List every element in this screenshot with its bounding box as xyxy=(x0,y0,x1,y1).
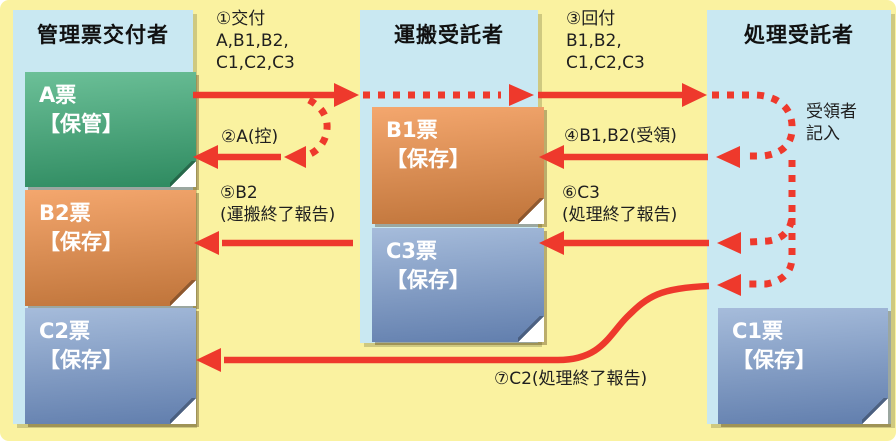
card-c2: C2票 【保存】 xyxy=(25,308,196,424)
card-b2-name: B2票 xyxy=(39,201,91,225)
card-a: A票 【保管】 xyxy=(25,72,196,187)
page-fold-icon xyxy=(518,316,544,342)
label-step1-line3: C1,C2,C3 xyxy=(216,53,295,74)
panel-disposer-title: 処理受託者 xyxy=(744,23,854,47)
label-step2: ②A(控) xyxy=(221,126,278,148)
label-step4-line1: ④B1,B2(受領) xyxy=(564,126,677,146)
label-step5: ⑤B2 (運搬終了報告) xyxy=(220,182,335,226)
label-step3: ③回付 B1,B2, C1,C2,C3 xyxy=(566,8,645,74)
arrow-step3 xyxy=(538,83,707,107)
card-c3-status: 【保存】 xyxy=(386,268,470,293)
card-a-name: A票 xyxy=(39,83,77,107)
label-step3-line1: ③回付 xyxy=(566,9,616,29)
card-c3-name: C3票 xyxy=(386,239,438,263)
label-step6-line1: ⑥C3 xyxy=(562,183,600,203)
card-c1-name: C1票 xyxy=(732,319,784,343)
label-step6: ⑥C3 (処理終了報告) xyxy=(562,182,677,226)
label-step1-line2: A,B1,B2, xyxy=(216,31,289,52)
label-recipient-note-line2: 記入 xyxy=(806,124,840,145)
card-b1: B1票 【保存】 xyxy=(372,107,544,224)
panel-issuer-title: 管理票交付者 xyxy=(37,23,169,47)
card-c3: C3票 【保存】 xyxy=(372,228,544,342)
card-c1-status: 【保存】 xyxy=(732,348,816,373)
arrow-step6 xyxy=(539,231,709,255)
page-fold-icon xyxy=(862,398,888,424)
label-step7-line1: ⑦C2(処理終了報告) xyxy=(494,369,648,389)
arrow-step1 xyxy=(193,83,359,107)
card-a-status: 【保管】 xyxy=(39,112,123,137)
card-b1-name: B1票 xyxy=(386,118,438,142)
page-fold-icon xyxy=(518,198,544,224)
label-step5-line2: (運搬終了報告) xyxy=(220,205,336,226)
panel-transporter-title: 運搬受託者 xyxy=(394,23,504,47)
label-step2-line1: ②A(控) xyxy=(221,127,279,147)
card-c1: C1票 【保存】 xyxy=(718,308,888,424)
card-b2: B2票 【保存】 xyxy=(25,190,196,306)
page-fold-icon xyxy=(170,161,196,187)
label-recipient-note: 受領者 記入 xyxy=(806,101,857,145)
arrow-step2-loop xyxy=(284,96,331,168)
arrow-step5 xyxy=(194,231,353,255)
card-b2-status: 【保存】 xyxy=(39,230,123,255)
label-step6-line2: (処理終了報告) xyxy=(562,205,678,226)
arrow-step4 xyxy=(539,145,708,169)
label-step1: ①交付 A,B1,B2, C1,C2,C3 xyxy=(216,8,295,74)
label-step5-line1: ⑤B2 xyxy=(220,183,258,203)
label-step1-line1: ①交付 xyxy=(216,9,266,29)
label-step3-line3: C1,C2,C3 xyxy=(566,53,645,74)
page-fold-icon xyxy=(170,398,196,424)
card-b1-status: 【保存】 xyxy=(386,147,470,172)
label-step3-line2: B1,B2, xyxy=(566,31,622,52)
card-c2-status: 【保存】 xyxy=(39,348,123,373)
label-step4: ④B1,B2(受領) xyxy=(564,125,677,147)
arrow-step2 xyxy=(193,145,281,169)
card-c2-name: C2票 xyxy=(39,319,91,343)
label-recipient-note-line1: 受領者 xyxy=(806,102,857,122)
label-step7: ⑦C2(処理終了報告) xyxy=(494,368,647,390)
page-fold-icon xyxy=(170,280,196,306)
